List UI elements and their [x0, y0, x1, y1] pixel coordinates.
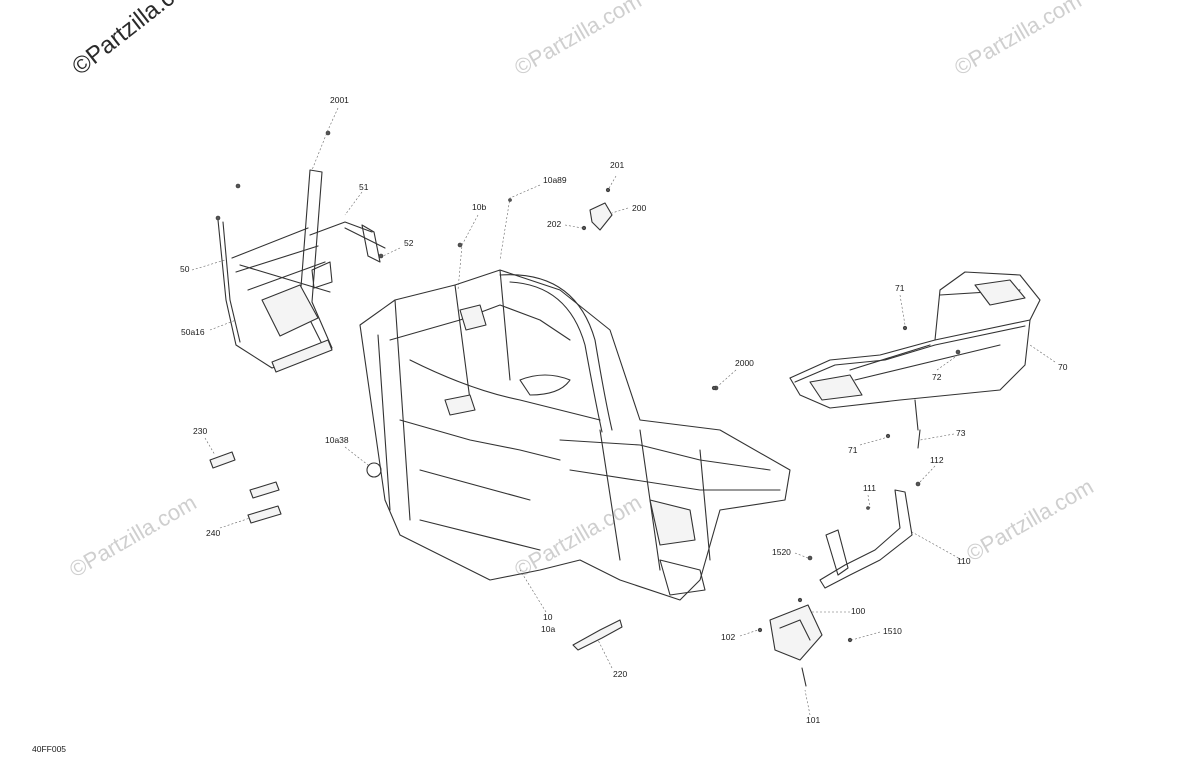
callout-110: 110	[957, 556, 971, 566]
callout-73: 73	[956, 428, 966, 438]
callout-201: 201	[610, 160, 624, 170]
callout-71-bottom: 71	[848, 445, 858, 455]
callout-71-top: 71	[895, 283, 905, 293]
rear-hitch-tube	[807, 481, 921, 589]
callout-230: 230	[193, 426, 207, 436]
callout-50a16: 50a16	[181, 327, 205, 337]
callout-72: 72	[932, 372, 942, 382]
callout-10: 10	[543, 612, 553, 622]
callout-10b: 10b	[472, 202, 486, 212]
callout-10a38: 10a38	[325, 435, 349, 445]
leader-lines	[191, 107, 1056, 716]
watermark-faint: ©Partzilla.com	[962, 474, 1098, 567]
diagram-code: 40FF005	[32, 744, 66, 754]
callout-1510: 1510	[883, 626, 902, 636]
callout-112: 112	[930, 455, 944, 465]
main-chassis-frame	[359, 198, 791, 601]
callout-102: 102	[721, 632, 735, 642]
callout-10a89: 10a89	[543, 175, 567, 185]
callout-240: 240	[206, 528, 220, 538]
callout-1520: 1520	[772, 547, 791, 557]
watermark-faint: ©Partzilla.com	[510, 0, 646, 80]
callout-52: 52	[404, 238, 414, 248]
watermark-faint: ©Partzilla.com	[510, 490, 646, 583]
front-bumper-frame	[215, 130, 386, 373]
callout-10a: 10a	[541, 624, 555, 634]
callout-101: 101	[806, 715, 820, 725]
callout-2001: 2001	[330, 95, 349, 105]
hitch-bracket	[757, 597, 853, 687]
rear-rack	[711, 271, 1041, 449]
callout-50: 50	[180, 264, 190, 274]
watermark-faint: ©Partzilla.com	[950, 0, 1086, 80]
callout-200: 200	[632, 203, 646, 213]
callout-2000: 2000	[735, 358, 754, 368]
callout-51: 51	[359, 182, 369, 192]
rubber-pads	[209, 451, 282, 524]
skid-strip	[572, 619, 623, 651]
mount-bracket	[581, 187, 613, 231]
watermark-faint: ©Partzilla.com	[65, 490, 201, 583]
callout-70: 70	[1058, 362, 1068, 372]
callout-111: 111	[863, 483, 876, 493]
callout-100: 100	[851, 606, 865, 616]
callout-labels: 2001 51 52 50 50a16 10b 10a89 201 200 20…	[180, 95, 1068, 725]
watermark-main: ©Partzilla.com	[67, 0, 206, 81]
callout-202: 202	[547, 219, 561, 229]
callout-220: 220	[613, 669, 627, 679]
